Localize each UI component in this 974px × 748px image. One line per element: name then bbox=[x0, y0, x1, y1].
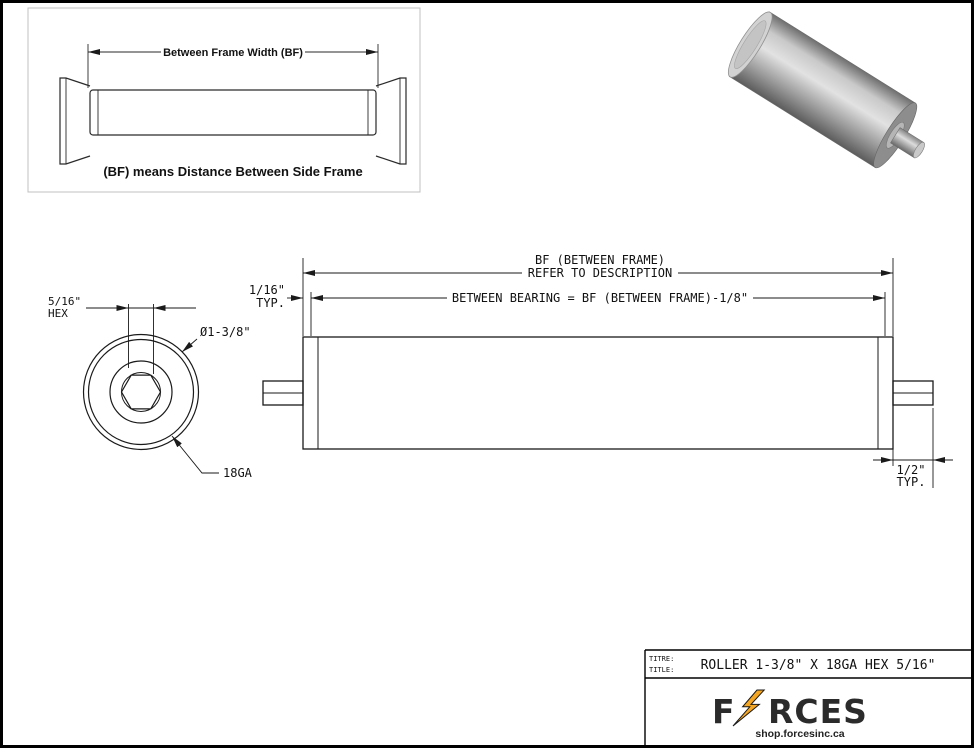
title-block: TITRE: TITLE: ROLLER 1-3/8" X 18GA HEX 5… bbox=[644, 649, 972, 746]
drawing-title: ROLLER 1-3/8" X 18GA HEX 5/16" bbox=[701, 658, 936, 673]
between-bearing-label: BETWEEN BEARING = BF (BETWEEN FRAME)-1/8… bbox=[452, 291, 748, 305]
legend-dim-label: Between Frame Width (BF) bbox=[163, 47, 303, 59]
right-typ-word: TYP. bbox=[897, 475, 926, 489]
left-typ-word: TYP. bbox=[256, 296, 285, 310]
title-label-en: TITLE: bbox=[649, 666, 674, 674]
roller-near-face-ring bbox=[734, 20, 767, 69]
legend-roller bbox=[89, 89, 377, 136]
forces-logo: F RCES bbox=[712, 689, 868, 731]
lightning-bolt-icon bbox=[732, 689, 766, 727]
hex-bore bbox=[120, 374, 162, 410]
left-side-frame bbox=[59, 77, 91, 165]
legend-frame bbox=[27, 7, 421, 193]
gauge-label: 18GA bbox=[223, 466, 253, 480]
roller-end-view: 5/16" HEX Ø1-3/8" 18GA bbox=[48, 295, 253, 480]
shaft-tip-3d bbox=[913, 141, 925, 159]
tube-od-circle bbox=[82, 333, 200, 451]
bf-legend-inset: Between Frame Width (BF) (BF) means Dist… bbox=[27, 7, 421, 193]
right-side-frame bbox=[375, 77, 407, 165]
hex-size-label: 5/16" bbox=[48, 295, 81, 308]
roller-body bbox=[302, 336, 894, 450]
bearing-circle bbox=[109, 360, 173, 424]
title-label-fr: TITRE: bbox=[649, 655, 674, 663]
roller-3d-render bbox=[727, 11, 925, 169]
brand-letters-rces: RCES bbox=[768, 692, 868, 731]
hex-word-label: HEX bbox=[48, 307, 68, 320]
diameter-label: Ø1-3/8" bbox=[200, 325, 251, 339]
website-text: shop.forcesinc.ca bbox=[755, 728, 844, 740]
bf-dimension-label-line2: REFER TO DESCRIPTION bbox=[528, 266, 673, 280]
brand-letter-f: F bbox=[712, 692, 736, 731]
bf-dimension-label-line1: BF (BETWEEN FRAME) bbox=[535, 253, 665, 267]
right-typ-value: 1/2" bbox=[897, 463, 926, 477]
tube-id-circle bbox=[87, 338, 195, 446]
legend-caption: (BF) means Distance Between Side Frame bbox=[103, 164, 362, 179]
roller-side-view: BF (BETWEEN FRAME) REFER TO DESCRIPTION … bbox=[249, 253, 953, 489]
left-typ-value: 1/16" bbox=[249, 283, 285, 297]
